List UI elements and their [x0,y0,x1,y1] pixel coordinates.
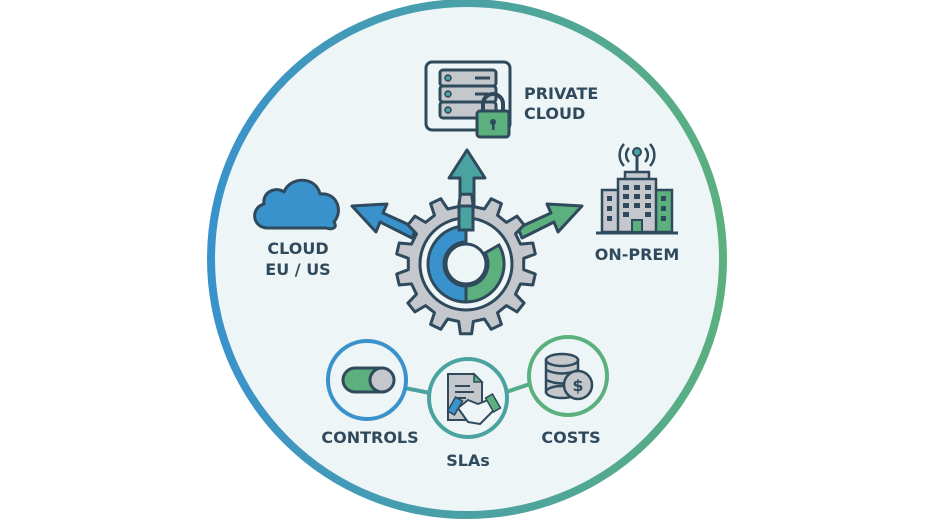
label-costs: COSTS [541,428,600,447]
label-cloud-line1: CLOUD [267,239,328,258]
label-on-prem: ON-PREM [595,245,680,264]
gear-hole [444,242,488,286]
svg-text:$: $ [572,376,583,395]
sync-arc-green [464,242,506,304]
pillar-costs: $ COSTS [527,335,609,447]
coins-dollar-icon: $ [544,352,594,401]
toggle-switch-icon [341,366,396,394]
label-controls: CONTROLS [321,428,418,447]
document-handshake-icon [446,372,502,425]
sync-arc-blue [426,224,468,304]
arrow-up [447,148,487,207]
label-private-cloud-line2: CLOUD [524,104,585,123]
building-antenna-icon [596,143,678,235]
server-lock-icon [424,60,512,139]
label-private-cloud-line1: PRIVATE [524,84,598,103]
pillar-controls: CONTROLS [321,339,419,447]
destination-on-prem: ON-PREM [595,143,680,264]
label-slas: SLAs [446,451,490,470]
pillar-slas: SLAs [427,357,509,470]
destination-cloud-eu-us: CLOUD EU / US [253,178,340,279]
gear-sync-icon [395,192,537,336]
gear-stem [457,204,475,232]
destination-private-cloud: PRIVATE CLOUD [424,60,598,139]
cloud-icon [253,178,340,231]
label-cloud-line2: EU / US [265,260,330,279]
pillar-connectors [404,382,531,395]
